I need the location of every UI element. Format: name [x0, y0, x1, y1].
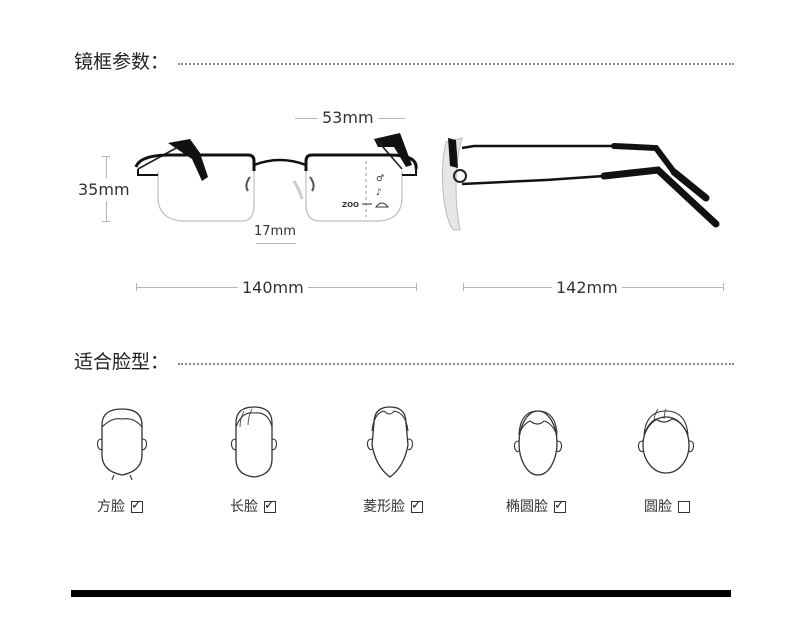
- lens-marker-icons: ♂ ♪: [374, 174, 390, 208]
- face-label: 长脸: [230, 499, 258, 515]
- left-top-bar: [134, 153, 256, 171]
- frame-params-title: 镜框参数：: [74, 51, 170, 73]
- left-temple-tip: [168, 139, 208, 181]
- face-type-diamond: 菱形脸 ✓: [363, 499, 423, 515]
- frame-params-divider: [178, 63, 734, 65]
- check-icon: ✓: [554, 498, 565, 513]
- lower-temple: [461, 174, 605, 186]
- lens-height-label: 35mm: [78, 180, 130, 199]
- oval-face-checkbox[interactable]: ✓: [554, 498, 566, 513]
- right-top-bar: [304, 153, 418, 171]
- face-type-oval: 椭圆脸 ✓: [506, 499, 566, 515]
- bridge-width-label: 17mm: [254, 224, 296, 239]
- check-icon: ✓: [411, 498, 422, 513]
- oval-face-icon: [513, 410, 563, 476]
- right-lens-outline: [305, 171, 403, 222]
- svg-text:♂: ♂: [376, 174, 384, 184]
- lens-width-label: 53mm: [322, 108, 374, 127]
- face-shape-title: 适合脸型：: [74, 351, 170, 373]
- face-type-round: 圆脸: [644, 499, 690, 515]
- square-face-icon: [96, 408, 148, 480]
- round-face-icon: [637, 408, 695, 474]
- long-face-icon: [230, 406, 278, 478]
- right-temple-tip: [374, 133, 412, 167]
- square-face-checkbox[interactable]: ✓: [131, 498, 143, 513]
- diamond-face-checkbox[interactable]: ✓: [411, 498, 423, 513]
- left-lens-outline: [157, 171, 255, 222]
- bottom-divider-bar: [71, 590, 731, 597]
- face-label: 菱形脸: [363, 499, 405, 515]
- lens-zoom-label: ZOO: [342, 201, 359, 209]
- round-face-checkbox[interactable]: [678, 501, 690, 513]
- bridge: [253, 158, 307, 167]
- face-type-long: 长脸 ✓: [230, 499, 276, 515]
- face-label: 圆脸: [644, 499, 672, 515]
- diamond-face-icon: [366, 406, 414, 478]
- long-face-checkbox[interactable]: ✓: [264, 498, 276, 513]
- face-label: 椭圆脸: [506, 499, 548, 515]
- check-icon: ✓: [131, 498, 142, 513]
- svg-text:♪: ♪: [376, 188, 382, 198]
- face-type-square: 方脸 ✓: [97, 499, 143, 515]
- face-shape-divider: [178, 363, 734, 365]
- glasses-front-view: ♂ ♪ ZOO: [134, 133, 418, 222]
- glasses-side-view: [441, 137, 720, 231]
- temple-length-label: 142mm: [556, 278, 618, 297]
- frame-width-label: 140mm: [242, 278, 304, 297]
- check-icon: ✓: [264, 498, 275, 513]
- face-label: 方脸: [97, 499, 125, 515]
